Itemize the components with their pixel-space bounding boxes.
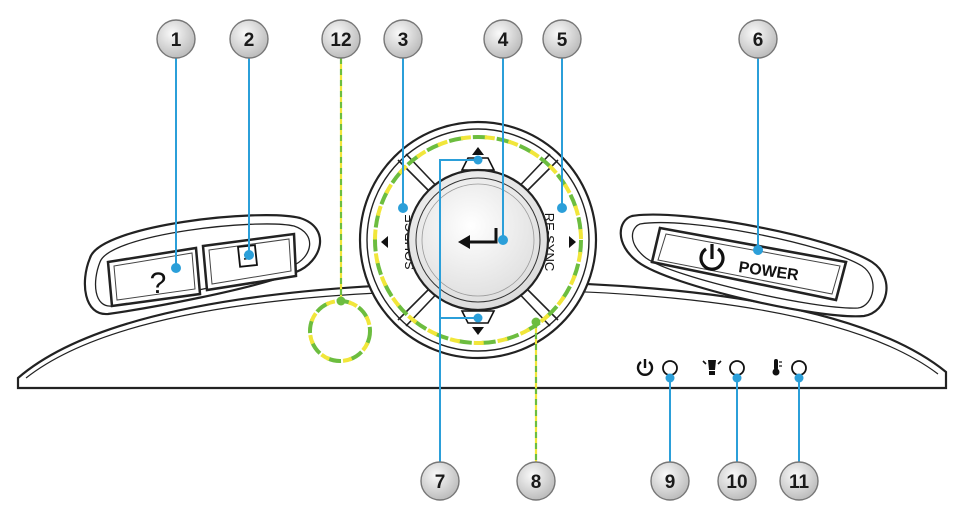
callout-9: 9 <box>650 461 690 501</box>
callout-3: 3 <box>383 19 423 59</box>
svg-text:8: 8 <box>531 472 542 493</box>
svg-text:7: 7 <box>435 472 446 493</box>
callout-7: 7 <box>420 461 460 501</box>
svg-text:3: 3 <box>398 30 409 51</box>
help-icon: ? <box>150 267 167 300</box>
leader-line-7 <box>439 159 478 462</box>
svg-text:9: 9 <box>665 472 676 493</box>
callout-2: 2 <box>229 19 269 59</box>
power-icon <box>699 244 725 271</box>
lamp-led-indicator <box>702 360 745 376</box>
svg-text:12: 12 <box>330 30 351 51</box>
svg-text:4: 4 <box>498 30 509 51</box>
svg-text:6: 6 <box>753 30 764 51</box>
callout-1: 1 <box>156 19 196 59</box>
callout-6: 6 <box>738 19 778 59</box>
left-arrow-icon <box>381 236 388 248</box>
right-arrow-icon <box>569 236 576 248</box>
callout-8: 8 <box>516 461 556 501</box>
svg-text:2: 2 <box>244 30 255 51</box>
enter-button[interactable] <box>406 168 550 312</box>
callout-4: 4 <box>483 19 523 59</box>
svg-text:11: 11 <box>789 472 810 493</box>
callout-12: 12 <box>321 19 361 59</box>
power-led-icon <box>636 359 654 376</box>
svg-text:1: 1 <box>171 30 182 51</box>
svg-text:5: 5 <box>557 30 568 51</box>
temperature-icon <box>772 359 782 376</box>
callout-5: 5 <box>542 19 582 59</box>
enter-arrow-icon <box>458 228 498 249</box>
callout-10: 10 <box>717 461 757 501</box>
callouts: 1 2 3 4 5 6 7 8 9 10 11 12 <box>156 19 819 501</box>
leader-lines <box>175 58 800 462</box>
callout-11: 11 <box>779 461 819 501</box>
lamp-icon <box>702 360 722 375</box>
dashed-leaders <box>339 58 538 462</box>
power-button[interactable]: POWER <box>650 226 848 302</box>
power-led-indicator <box>636 359 678 376</box>
leader-end-dots <box>171 155 804 383</box>
svg-text:10: 10 <box>726 472 747 493</box>
dashed-highlight-ring <box>373 135 583 345</box>
